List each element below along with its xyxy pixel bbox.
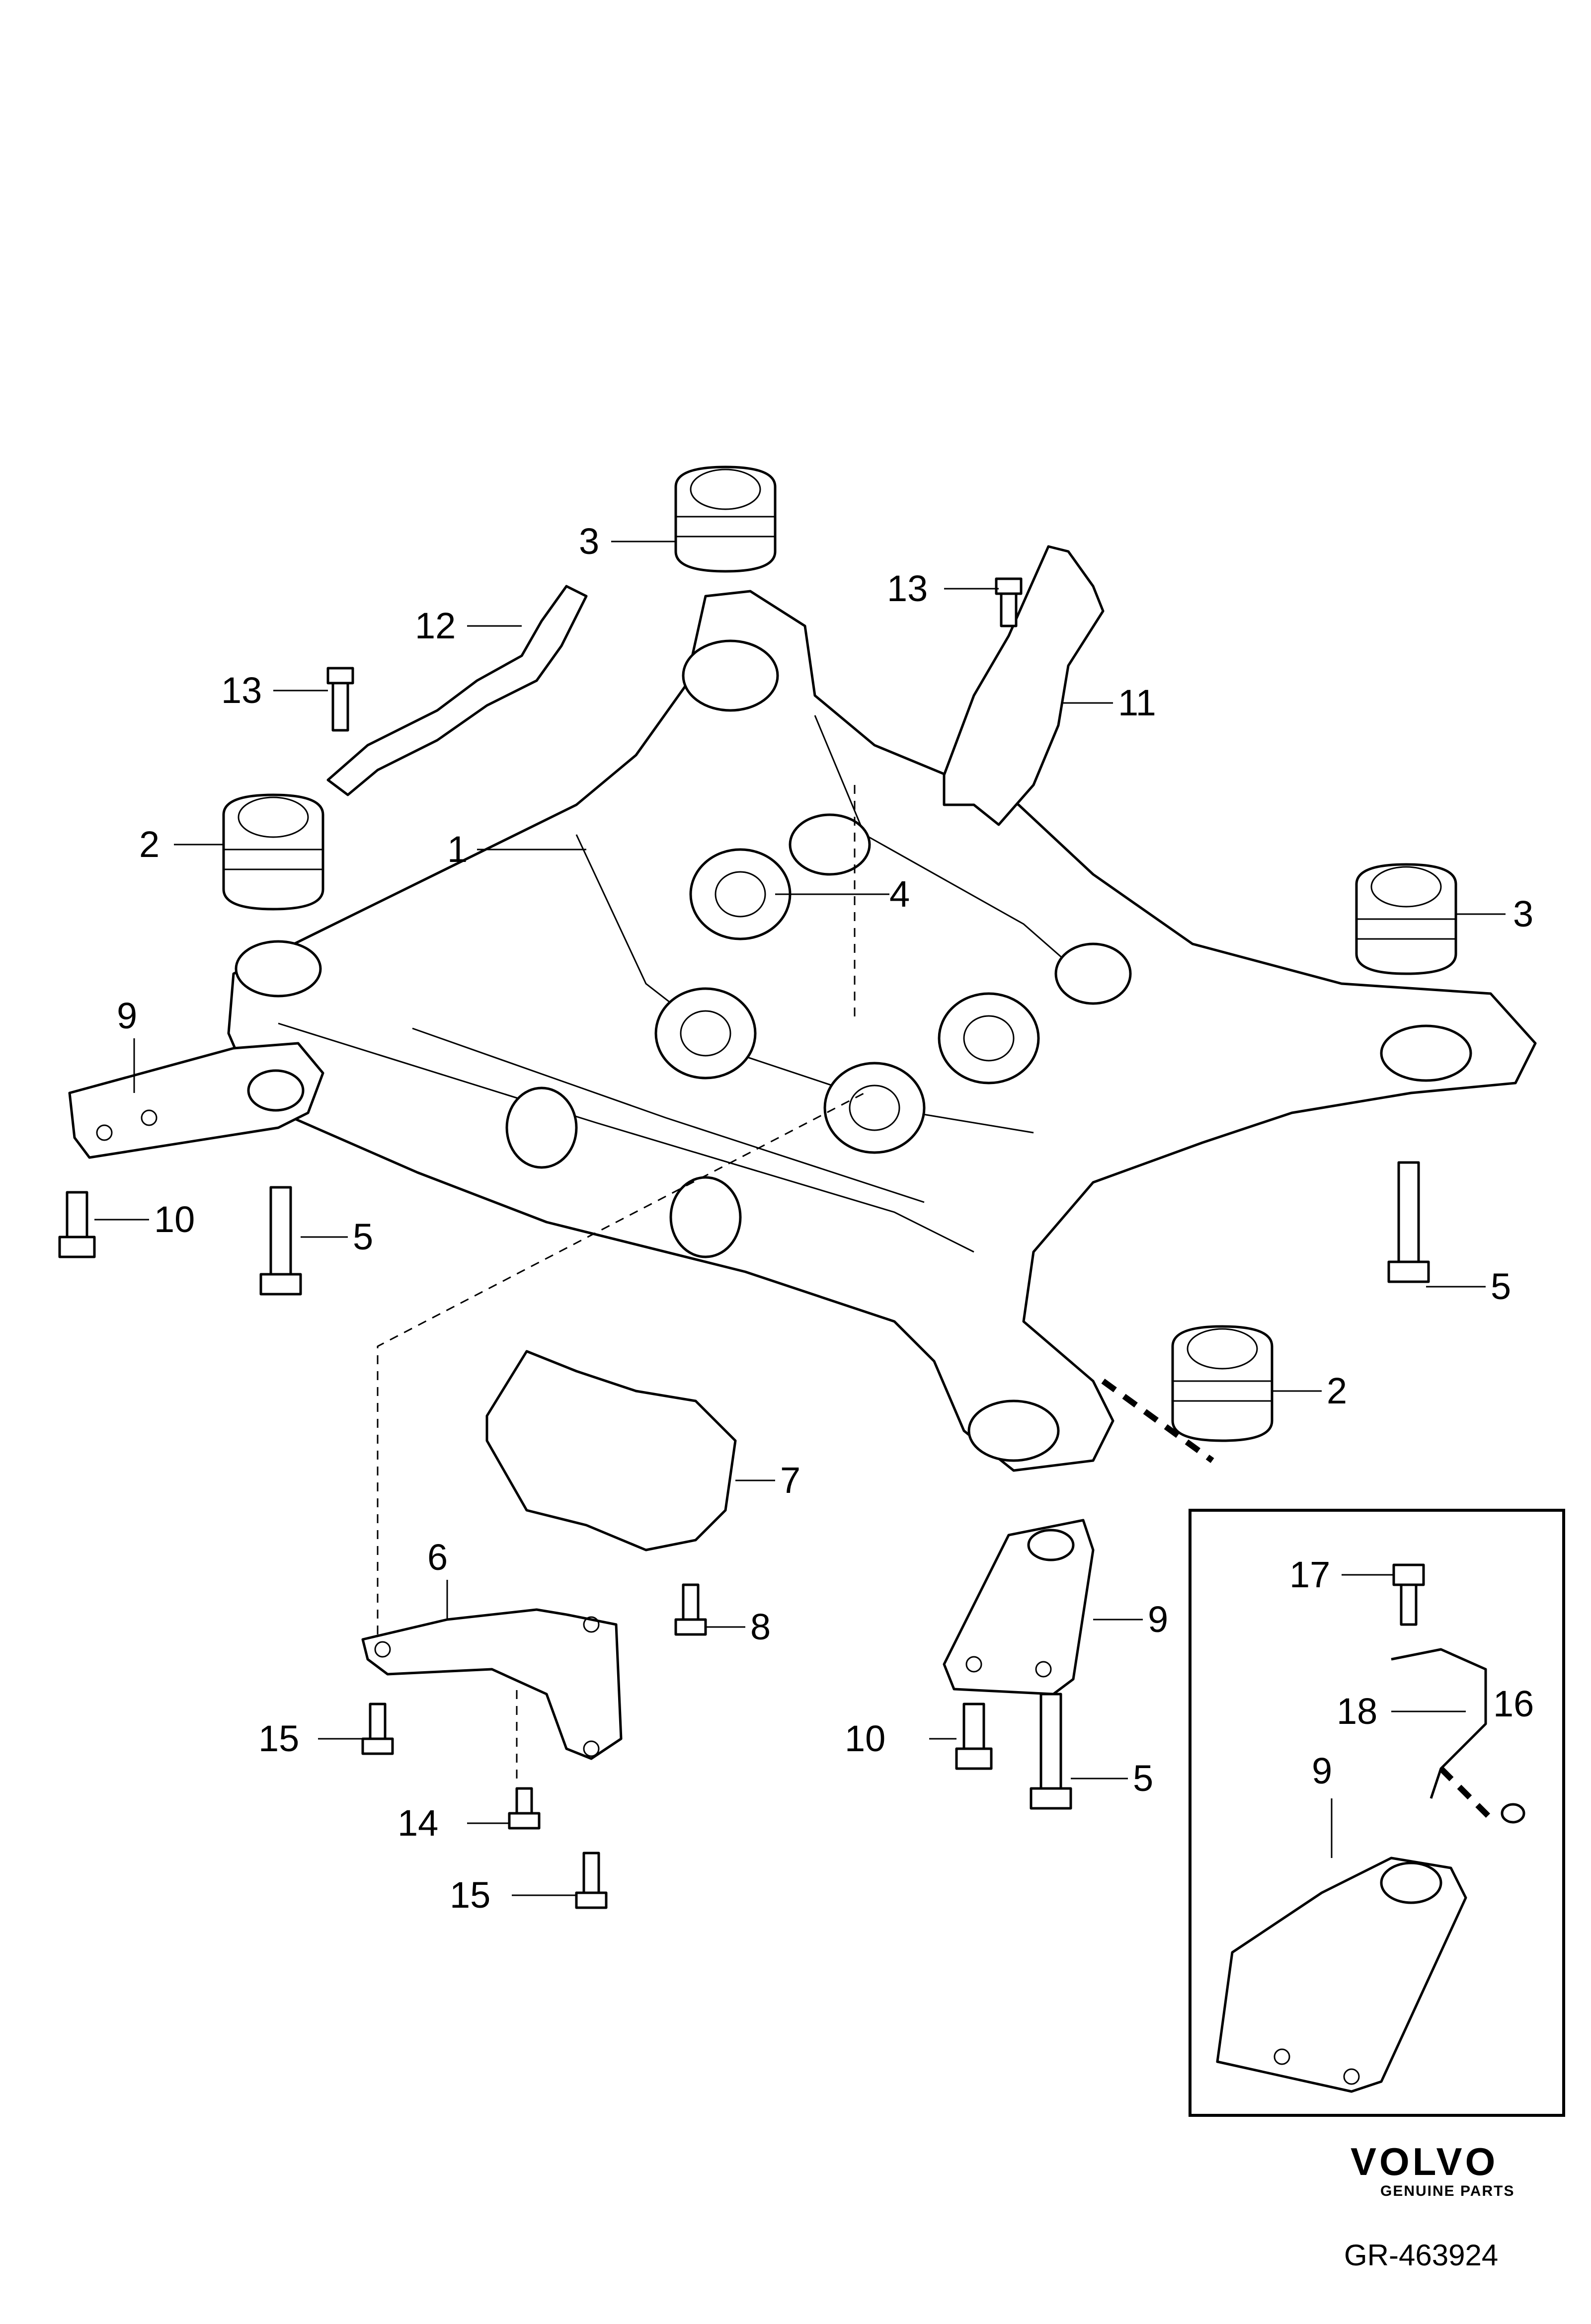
plate-9-right-drawing — [943, 1519, 1095, 1696]
callout-10-right: 10 — [845, 1718, 885, 1759]
bracket-12-drawing — [326, 585, 588, 796]
callout-3-top: 3 — [579, 521, 599, 562]
volvo-logo-text: VOLVO — [1351, 2140, 1498, 2183]
callout-1: 1 — [447, 829, 468, 870]
callout-9-left: 9 — [117, 995, 137, 1036]
callout-5-right: 5 — [1491, 1266, 1511, 1307]
callout-10-left: 10 — [154, 1199, 195, 1240]
callout-2-right: 2 — [1327, 1370, 1347, 1411]
plate-9-left-drawing — [68, 1042, 324, 1159]
reference-code: GR-463924 — [1344, 2239, 1498, 2272]
callout-16: 16 — [1493, 1683, 1534, 1724]
callout-4: 4 — [889, 873, 910, 915]
callout-labels: 3 12 13 2 1 4 13 11 3 9 10 5 5 2 7 6 8 9… — [117, 521, 1534, 1916]
arm-bushings-drawing — [654, 848, 1040, 1154]
branding: VOLVO GENUINE PARTS GR-463924 — [1344, 2140, 1514, 2272]
shield-7-drawing — [485, 1350, 737, 1551]
callout-5-left: 5 — [353, 1216, 373, 1257]
callout-14: 14 — [398, 1802, 438, 1844]
leader-lines — [94, 541, 1506, 1896]
callout-17: 17 — [1289, 1554, 1330, 1595]
callout-7: 7 — [780, 1460, 800, 1501]
callout-2-left: 2 — [139, 824, 159, 865]
callout-5-lower: 5 — [1133, 1758, 1153, 1799]
callout-18: 18 — [1337, 1691, 1377, 1732]
genuine-parts-text: GENUINE PARTS — [1380, 2183, 1514, 2199]
callout-11: 11 — [1118, 682, 1156, 723]
callout-6: 6 — [427, 1537, 448, 1578]
callout-3-right: 3 — [1513, 893, 1533, 934]
bolts-drawing — [58, 577, 1430, 1909]
subframe-drawing — [227, 590, 1537, 1472]
callout-15-lower: 15 — [450, 1874, 490, 1916]
callout-9-right: 9 — [1148, 1599, 1168, 1640]
callout-15-left: 15 — [258, 1718, 299, 1759]
callout-8: 8 — [750, 1606, 771, 1647]
callout-13-left: 13 — [221, 670, 262, 711]
callout-13-right: 13 — [887, 568, 928, 609]
callout-9-inset: 9 — [1312, 1750, 1332, 1791]
inset-detail-box — [1189, 1509, 1565, 2117]
subframe-mount-bushings-drawing — [222, 465, 1457, 1442]
bracket-6-drawing — [361, 1608, 623, 1760]
callout-12: 12 — [415, 605, 456, 646]
